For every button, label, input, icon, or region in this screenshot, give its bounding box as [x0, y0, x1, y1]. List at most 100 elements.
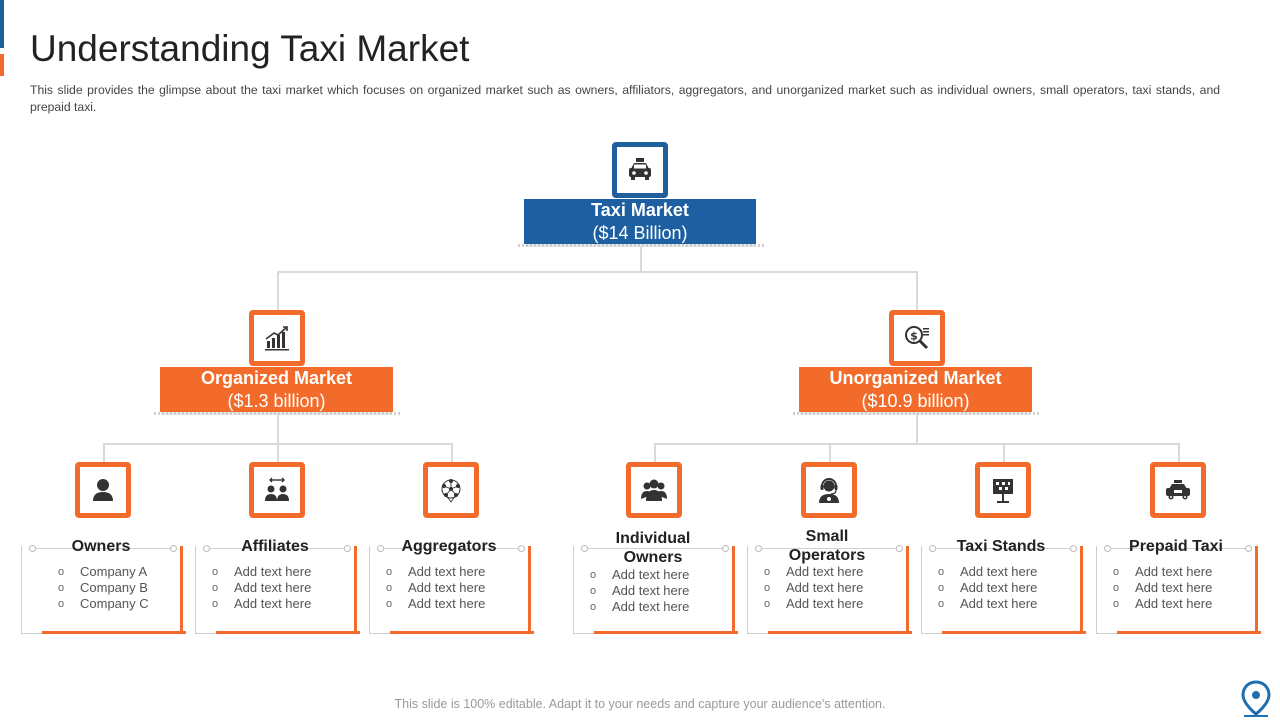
list-item: Add text here — [938, 580, 1037, 596]
taxi-icon — [612, 142, 668, 198]
card-bottom-accent — [942, 631, 1086, 634]
list-item: Add text here — [764, 564, 863, 580]
card-topline — [1111, 548, 1245, 549]
unorganized-market-underline — [793, 412, 1039, 415]
list-item: Add text here — [386, 596, 485, 612]
list-item: Company A — [58, 564, 149, 580]
card-title: Owners — [71, 538, 131, 555]
connector-unorganized-horizontal — [654, 443, 1180, 445]
card-dot — [755, 545, 762, 552]
unorganized-market-value: ($10.9 billion) — [861, 391, 970, 411]
list-item: Add text here — [590, 583, 689, 599]
connector-unorganized-up — [916, 271, 918, 311]
user-icon — [75, 462, 131, 518]
connector-root-down — [640, 246, 642, 272]
connector-unorganized-down — [916, 414, 918, 444]
accent-bar-blue — [0, 0, 4, 48]
card-bottom-accent — [216, 631, 360, 634]
card-title: Taxi Stands — [956, 538, 1046, 555]
affiliates-icon — [249, 462, 305, 518]
page-title: Understanding Taxi Market — [30, 28, 470, 69]
connector-prepaid-taxi — [1178, 443, 1180, 463]
connector-organized-up — [277, 271, 279, 311]
operator-headset-icon — [801, 462, 857, 518]
card-title: Small Operators — [746, 527, 908, 565]
list-item: Add text here — [212, 564, 311, 580]
card-topline — [210, 548, 344, 549]
connector-affiliates — [277, 443, 279, 463]
card-bottom-accent — [594, 631, 738, 634]
card-title-line: Individual — [615, 530, 691, 547]
card-topline — [36, 548, 170, 549]
connector-individual-owners — [654, 443, 656, 463]
card-dot — [1070, 545, 1077, 552]
footer-text: This slide is 100% editable. Adapt it to… — [394, 697, 886, 711]
card-dot — [518, 545, 525, 552]
card-bottom-accent — [1117, 631, 1261, 634]
card-dot — [896, 545, 903, 552]
list-item: Add text here — [1113, 596, 1212, 612]
card-topline — [588, 548, 722, 549]
list-item: Add text here — [590, 567, 689, 583]
card-topline — [762, 548, 896, 549]
card-title: Affiliates — [241, 538, 309, 555]
card-list: Add text here Add text here Add text her… — [764, 564, 863, 612]
card-list: Add text here Add text here Add text her… — [1113, 564, 1212, 612]
taxi-stand-icon — [975, 462, 1031, 518]
card-list: Company A Company B Company C — [58, 564, 149, 612]
card-topline — [936, 548, 1070, 549]
page-subtitle: This slide provides the glimpse about th… — [30, 83, 1220, 114]
organized-market-name: Organized Market — [200, 368, 353, 388]
group-icon — [626, 462, 682, 518]
card-title: Prepaid Taxi — [1129, 538, 1223, 555]
list-item: Add text here — [764, 596, 863, 612]
connector-organized-down — [277, 414, 279, 444]
card-bottom-accent — [42, 631, 186, 634]
connector-aggregators — [451, 443, 453, 463]
card-title-line: Owners — [623, 549, 683, 566]
card-list: Add text here Add text here Add text her… — [938, 564, 1037, 612]
list-item: Add text here — [212, 596, 311, 612]
card-dot — [1104, 545, 1111, 552]
card-list: Add text here Add text here Add text her… — [590, 567, 689, 615]
unorganized-market-name: Unorganized Market — [829, 368, 1002, 388]
list-item: Add text here — [212, 580, 311, 596]
card-list: Add text here Add text here Add text her… — [212, 564, 311, 612]
card-dot — [170, 545, 177, 552]
list-item: Add text here — [764, 580, 863, 596]
list-item: Add text here — [938, 596, 1037, 612]
accent-bar-orange — [0, 54, 4, 76]
unorganized-market-label: Unorganized Market ($10.9 billion) — [799, 367, 1032, 412]
card-title: Individual Owners — [572, 529, 734, 567]
card-dot — [581, 545, 588, 552]
connector-taxi-stands — [1003, 443, 1005, 463]
prepaid-taxi-icon — [1150, 462, 1206, 518]
card-dot — [377, 545, 384, 552]
svg-text:$: $ — [910, 330, 918, 343]
card-bottom-accent — [390, 631, 534, 634]
card-dot — [722, 545, 729, 552]
organized-market-underline — [154, 412, 400, 415]
list-item: Company C — [58, 596, 149, 612]
connector-small-operators — [829, 443, 831, 463]
card-dot — [929, 545, 936, 552]
connector-owners — [103, 443, 105, 463]
root-node-value: ($14 Billion) — [592, 223, 688, 243]
list-item: Add text here — [590, 599, 689, 615]
organized-market-value: ($1.3 billion) — [227, 391, 326, 411]
card-title-line: Small — [805, 528, 849, 545]
list-item: Add text here — [1113, 564, 1212, 580]
card-dot — [1245, 545, 1252, 552]
root-node-label: Taxi Market ($14 Billion) — [524, 199, 756, 244]
list-item: Add text here — [938, 564, 1037, 580]
list-item: Company B — [58, 580, 149, 596]
list-item: Add text here — [386, 564, 485, 580]
money-search-icon: $ — [889, 310, 945, 366]
card-dot — [203, 545, 210, 552]
organized-market-label: Organized Market ($1.3 billion) — [160, 367, 393, 412]
root-node-name: Taxi Market — [591, 200, 689, 220]
connector-root-horizontal — [277, 271, 918, 273]
list-item: Add text here — [386, 580, 485, 596]
card-dot — [344, 545, 351, 552]
card-dot — [29, 545, 36, 552]
